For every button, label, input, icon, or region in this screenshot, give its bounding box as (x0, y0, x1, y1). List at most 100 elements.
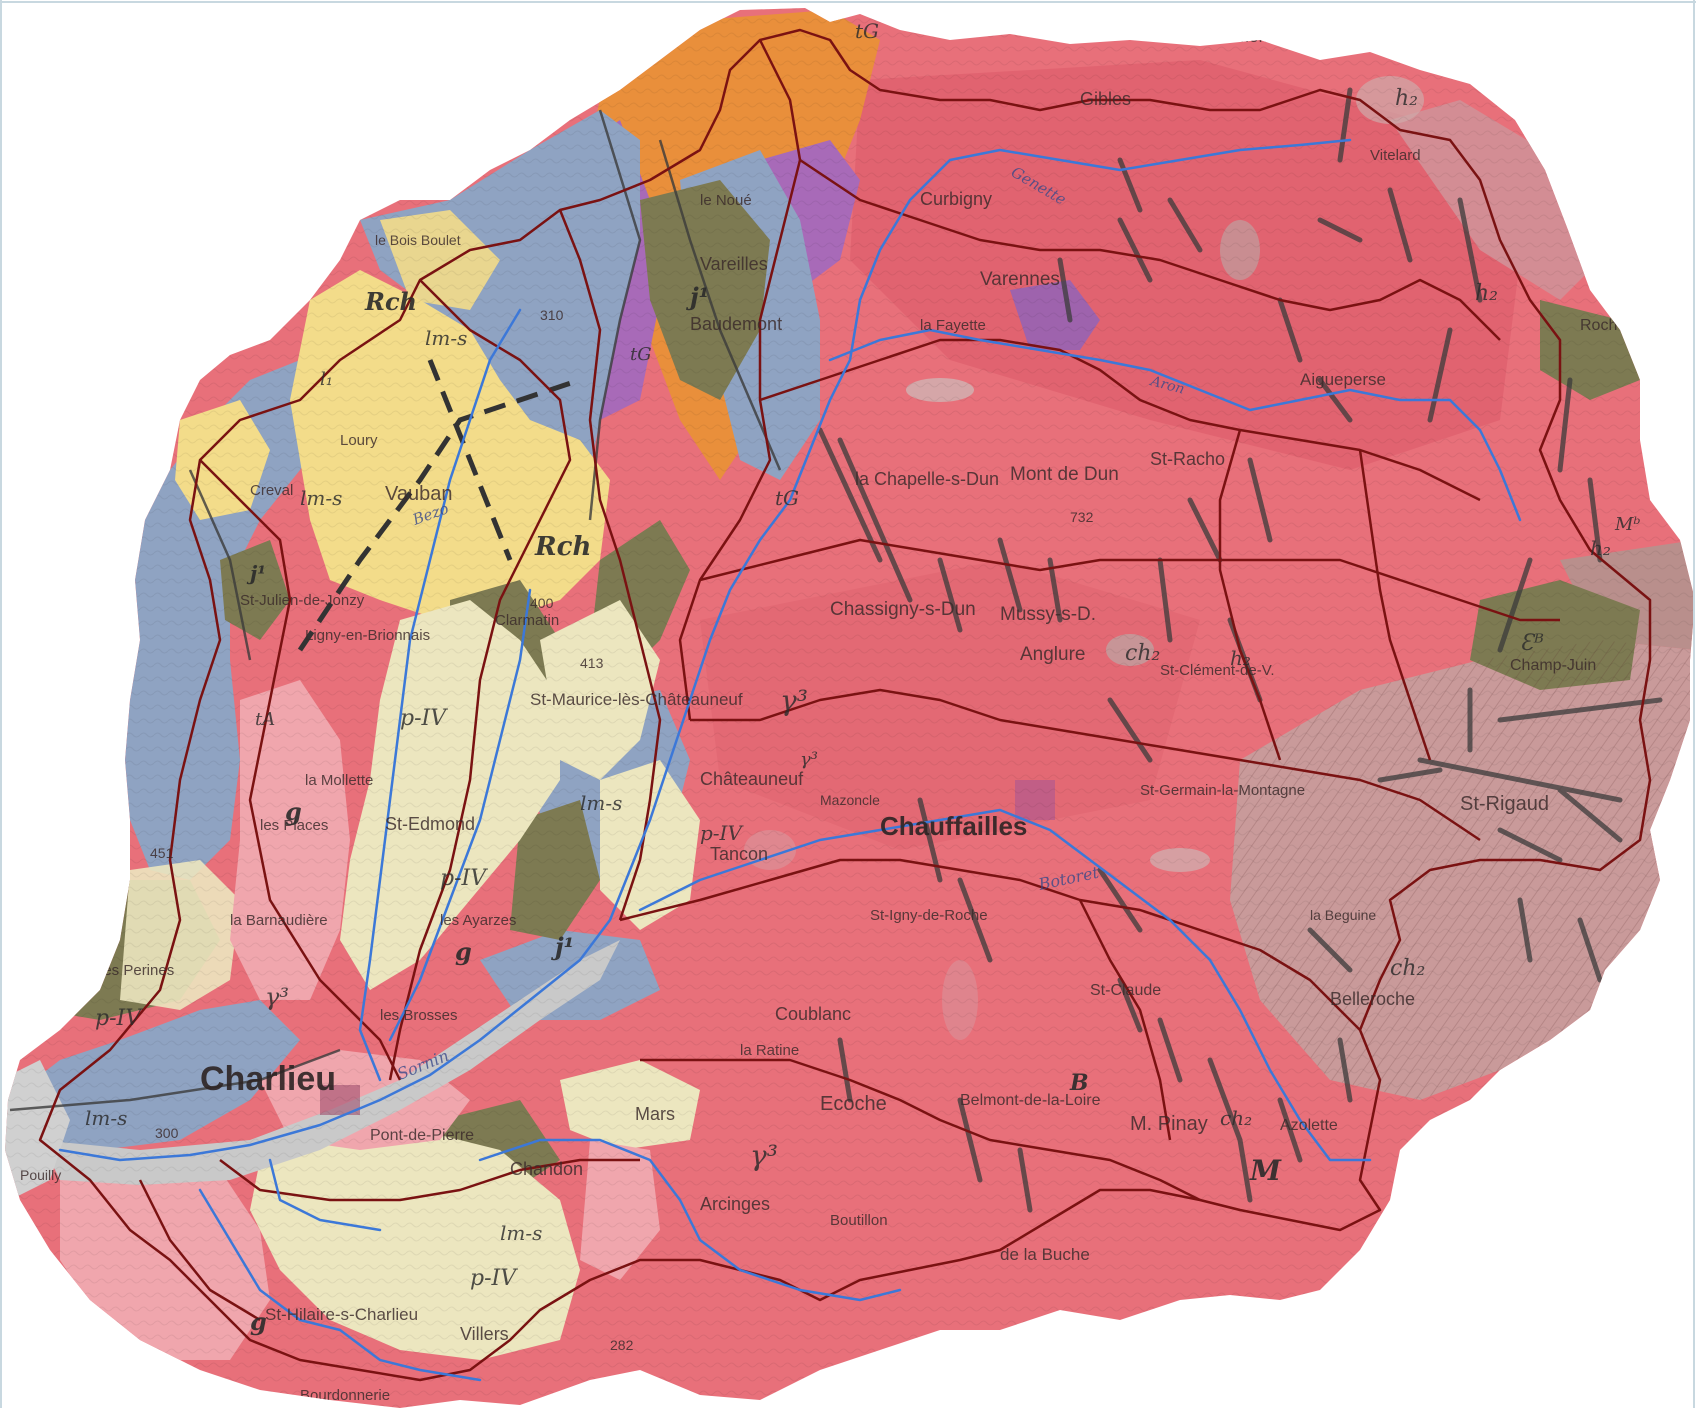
label-aigueperse: Aigueperse (1300, 370, 1386, 389)
label-chassigny: Chassigny-s-Dun (830, 599, 976, 620)
label-st-igny: St-Igny-de-Roche (870, 907, 988, 924)
label-la-barnaudiere: la Barnaudière (230, 912, 328, 929)
geo-piv: p-IV (440, 866, 488, 891)
label-chandon: Chandon (510, 1159, 583, 1179)
gneiss-hatching (1230, 640, 1695, 1100)
label-les-ayarzes: les Ayarzes (440, 912, 516, 929)
label-belmont: Belmont-de-la-Loire (960, 1092, 1101, 1109)
geo-piv: p-IV (700, 821, 744, 845)
river-bezo (358, 308, 522, 1082)
elevation: 310 (540, 307, 564, 323)
river-arcinges (478, 1138, 902, 1302)
geo-g: g (285, 797, 302, 826)
fault-lines (817, 87, 1663, 1213)
dashed-boundary (297, 377, 581, 652)
place-labels: Charlieu Chauffailles Vauban Chassigny-s… (20, 27, 1626, 1404)
geo-h2: h₂ (1590, 536, 1611, 560)
river-sornin (58, 138, 1352, 1162)
label-st-edmond: St-Edmond (385, 814, 475, 834)
geo-mb: Mᵇ (1614, 514, 1641, 535)
label-pont-de-pierre: Pont-de-Pierre (370, 1127, 474, 1144)
label-st-julien: St-Julien-de-Jonzy (240, 592, 365, 609)
label-varennes: Varennes (980, 269, 1060, 290)
dashed-boundary (427, 359, 513, 561)
catchment-boundaries (38, 28, 1652, 1382)
label-anglure: Anglure (1020, 644, 1086, 665)
elevation: 413 (580, 655, 604, 671)
label-la-mollette: la Mollette (305, 772, 373, 789)
elevation: 400 (530, 595, 554, 611)
label-loury: Loury (340, 432, 378, 449)
geo-h2: h₂ (1395, 86, 1418, 111)
geo-tg: tG (630, 344, 652, 365)
label-creval: Creval (250, 482, 293, 499)
label-st-claude: St-Claude (1090, 982, 1161, 999)
label-coublanc: Coublanc (775, 1004, 851, 1024)
river-tributary (388, 588, 532, 1042)
label-mont-de-dun: Mont de Dun (1010, 464, 1119, 485)
label-vitelard: Vitelard (1370, 147, 1421, 164)
geo-lms: lm-s (500, 1221, 542, 1245)
geo-piv: p-IV (400, 706, 448, 731)
structural-lines (9, 109, 782, 1112)
geo-l1: l₁ (320, 369, 333, 390)
geo-j1: j¹ (551, 932, 574, 961)
geo-eb: Ɛᴮ (1520, 631, 1544, 656)
label-ligny: Ligny-en-Brionnais (305, 627, 430, 644)
label-mars: Mars (635, 1104, 675, 1124)
label-arcinges: Arcinges (700, 1194, 770, 1214)
elevation-labels: 310 413 451 300 282 732 400 (150, 307, 1094, 1353)
label-le-bois-boulet: le Bois Boulet (375, 232, 461, 248)
label-gibles: Gibles (1080, 89, 1131, 109)
label-charlieu: Charlieu (200, 1060, 336, 1098)
geo-g: g (250, 1307, 267, 1336)
elevation: 451 (150, 845, 174, 861)
elevation: 282 (610, 1337, 634, 1353)
label-la-beguine: la Beguine (1310, 907, 1376, 923)
geo-piv: p-IV (95, 1006, 143, 1031)
geo-rch: Rch (364, 287, 417, 316)
label-villers: Villers (460, 1324, 509, 1344)
label-la-chapelle: la Chapelle-s-Dun (855, 469, 999, 489)
label-st-rigaud: St-Rigaud (1460, 793, 1549, 815)
label-m-pinay: M. Pinay (1130, 1113, 1208, 1135)
label-ecoche: Ecoche (820, 1093, 887, 1115)
label-belleroche: Belleroche (1330, 989, 1415, 1009)
label-curbigny: Curbigny (920, 189, 992, 209)
geo-b: B (1069, 1070, 1089, 1096)
label-st-racho: St-Racho (1150, 449, 1225, 469)
geo-m: M (1249, 1154, 1282, 1187)
geo-gamma3: γ³ (265, 983, 289, 1011)
river-network (58, 138, 1522, 1382)
label-la-ratine: la Ratine (740, 1042, 799, 1059)
river-tributary (268, 1158, 382, 1232)
label-azolette: Azolette (1280, 1117, 1338, 1134)
river-genette (828, 328, 1522, 522)
geo-gamma3: γ³ (750, 1139, 778, 1172)
label-st-clement: St-Clément-de-V. (1160, 662, 1275, 679)
river-tributary (198, 1188, 482, 1382)
geo-h2: h₂ (1230, 646, 1251, 670)
label-vauban: Vauban (385, 483, 452, 505)
elevation: 300 (155, 1125, 179, 1141)
geo-gamma3: γ³ (780, 684, 808, 717)
geo-h2: h₂ (1475, 281, 1498, 306)
label-mussy: Mussy-s-D. (1000, 604, 1096, 625)
label-les-brosses: les Brosses (380, 1007, 458, 1024)
geo-ta: tA (255, 709, 275, 730)
geo-lms: lm-s (300, 486, 342, 510)
label-boutillon: Boutillon (830, 1212, 888, 1229)
geo-lms: lm-s (580, 791, 622, 815)
geology-labels: Rch Rch lm-s lm-s lm-s lm-s lm-s p-IV p-… (85, 19, 1641, 1336)
elevation: 732 (1070, 509, 1094, 525)
label-montmelard: Montmelard (1235, 27, 1325, 46)
geo-ch2: ch₂ (1220, 1106, 1252, 1130)
label-les-perines: les Perines (100, 962, 174, 979)
geo-j1: j¹ (246, 561, 266, 585)
label-st-germain: St-Germain-la-Montagne (1140, 782, 1305, 799)
geo-gamma3: γ³ (800, 749, 818, 770)
geo-lms: lm-s (425, 326, 467, 350)
label-st-maurice: St-Maurice-lès-Châteauneuf (530, 690, 743, 709)
label-bourdonnerie: Bourdonnerie (300, 1387, 390, 1404)
